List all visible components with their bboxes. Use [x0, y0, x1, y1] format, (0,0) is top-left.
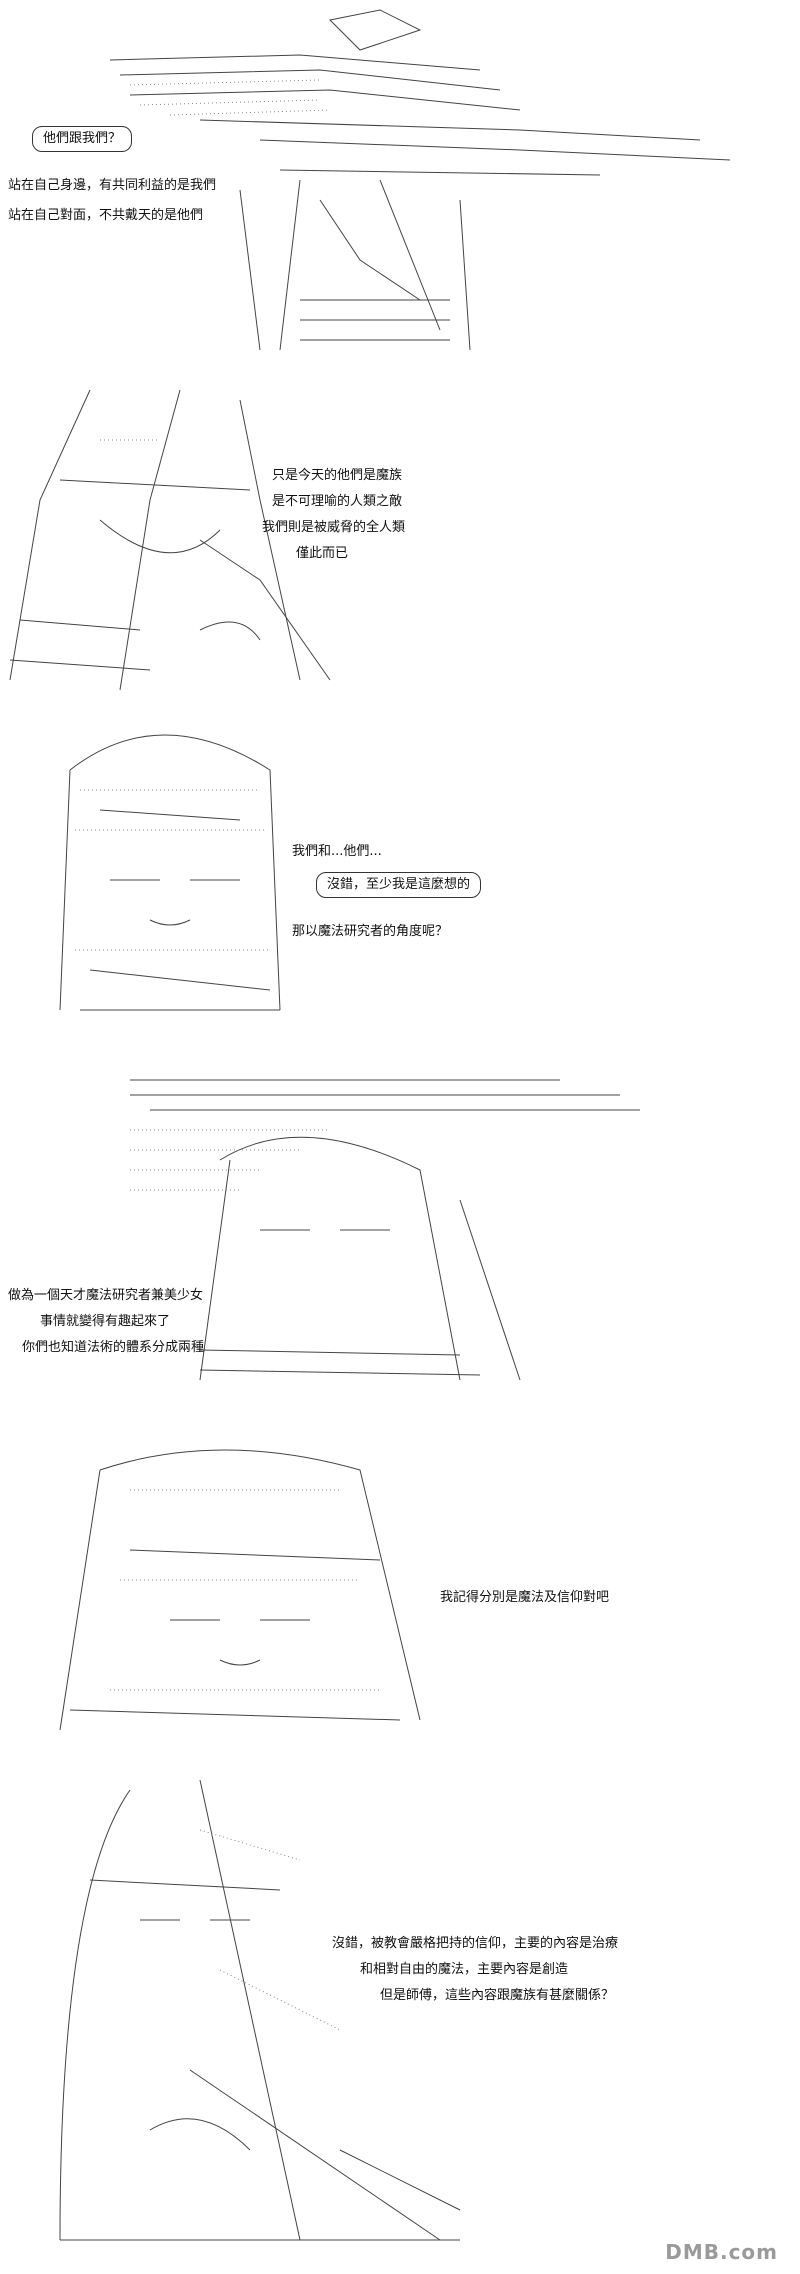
panel-4: 做為一個天才魔法研究者兼美少女 事情就變得有趣起來了 你們也知道法術的體系分成兩…: [0, 1050, 800, 1420]
speech-bubble: 他們跟我們？: [32, 126, 133, 152]
panel-5: 我記得分別是魔法及信仰對吧: [0, 1430, 800, 1760]
speech-bubble: 沒錯，至少我是這麼想的: [316, 872, 482, 898]
panel-2: 只是今天的他們是魔族 是不可理喻的人類之敵 我們則是被威脅的全人類 僅此而已: [0, 380, 800, 700]
caption-line: 沒錯，被教會嚴格把持的信仰，主要的內容是治療: [332, 1936, 619, 1951]
caption-line: 我們和...他們...: [292, 844, 382, 859]
caption-line: 但是師傅，這些內容跟魔族有甚麼關係？: [380, 1988, 615, 2003]
watermark-logo: DMB.com: [665, 2240, 778, 2264]
caption-line: 你們也知道法術的體系分成兩種: [22, 1340, 205, 1355]
caption-line: 站在自己身邊，有共同利益的是我們: [8, 178, 217, 193]
caption-line: 僅此而已: [296, 546, 349, 561]
caption-line: 是不可理喻的人類之敵: [272, 494, 403, 509]
ascii-art-figure-2: [9, 389, 331, 691]
panel-6: 沒錯，被教會嚴格把持的信仰，主要的內容是治療 和相對自由的魔法，主要內容是創造 …: [0, 1770, 800, 2274]
caption-line: 我們則是被威脅的全人類: [262, 520, 406, 535]
caption-line: 做為一個天才魔法研究者兼美少女: [8, 1288, 204, 1303]
caption-line: 和相對自由的魔法，主要內容是創造: [360, 1962, 569, 1977]
caption-line: 我記得分別是魔法及信仰對吧: [440, 1590, 610, 1605]
ascii-art-figure-5: [59, 1449, 421, 1731]
ascii-art-figure-6: [59, 1779, 461, 2241]
caption-line: 那以魔法研究者的角度呢？: [292, 924, 449, 939]
panel-1: 他們跟我們？ 站在自己身邊，有共同利益的是我們 站在自己對面，不共戴天的是他們: [0, 0, 800, 370]
ascii-art-figure-4: [130, 1079, 640, 1381]
ascii-art-figure-3: [59, 734, 281, 1011]
ascii-art-figure-1: [109, 9, 731, 351]
caption-line: 站在自己對面，不共戴天的是他們: [8, 208, 204, 223]
caption-line: 事情就變得有趣起來了: [40, 1314, 171, 1329]
caption-line: 只是今天的他們是魔族: [272, 468, 403, 483]
panel-3: 我們和...他們... 沒錯，至少我是這麼想的 那以魔法研究者的角度呢？: [0, 710, 800, 1040]
